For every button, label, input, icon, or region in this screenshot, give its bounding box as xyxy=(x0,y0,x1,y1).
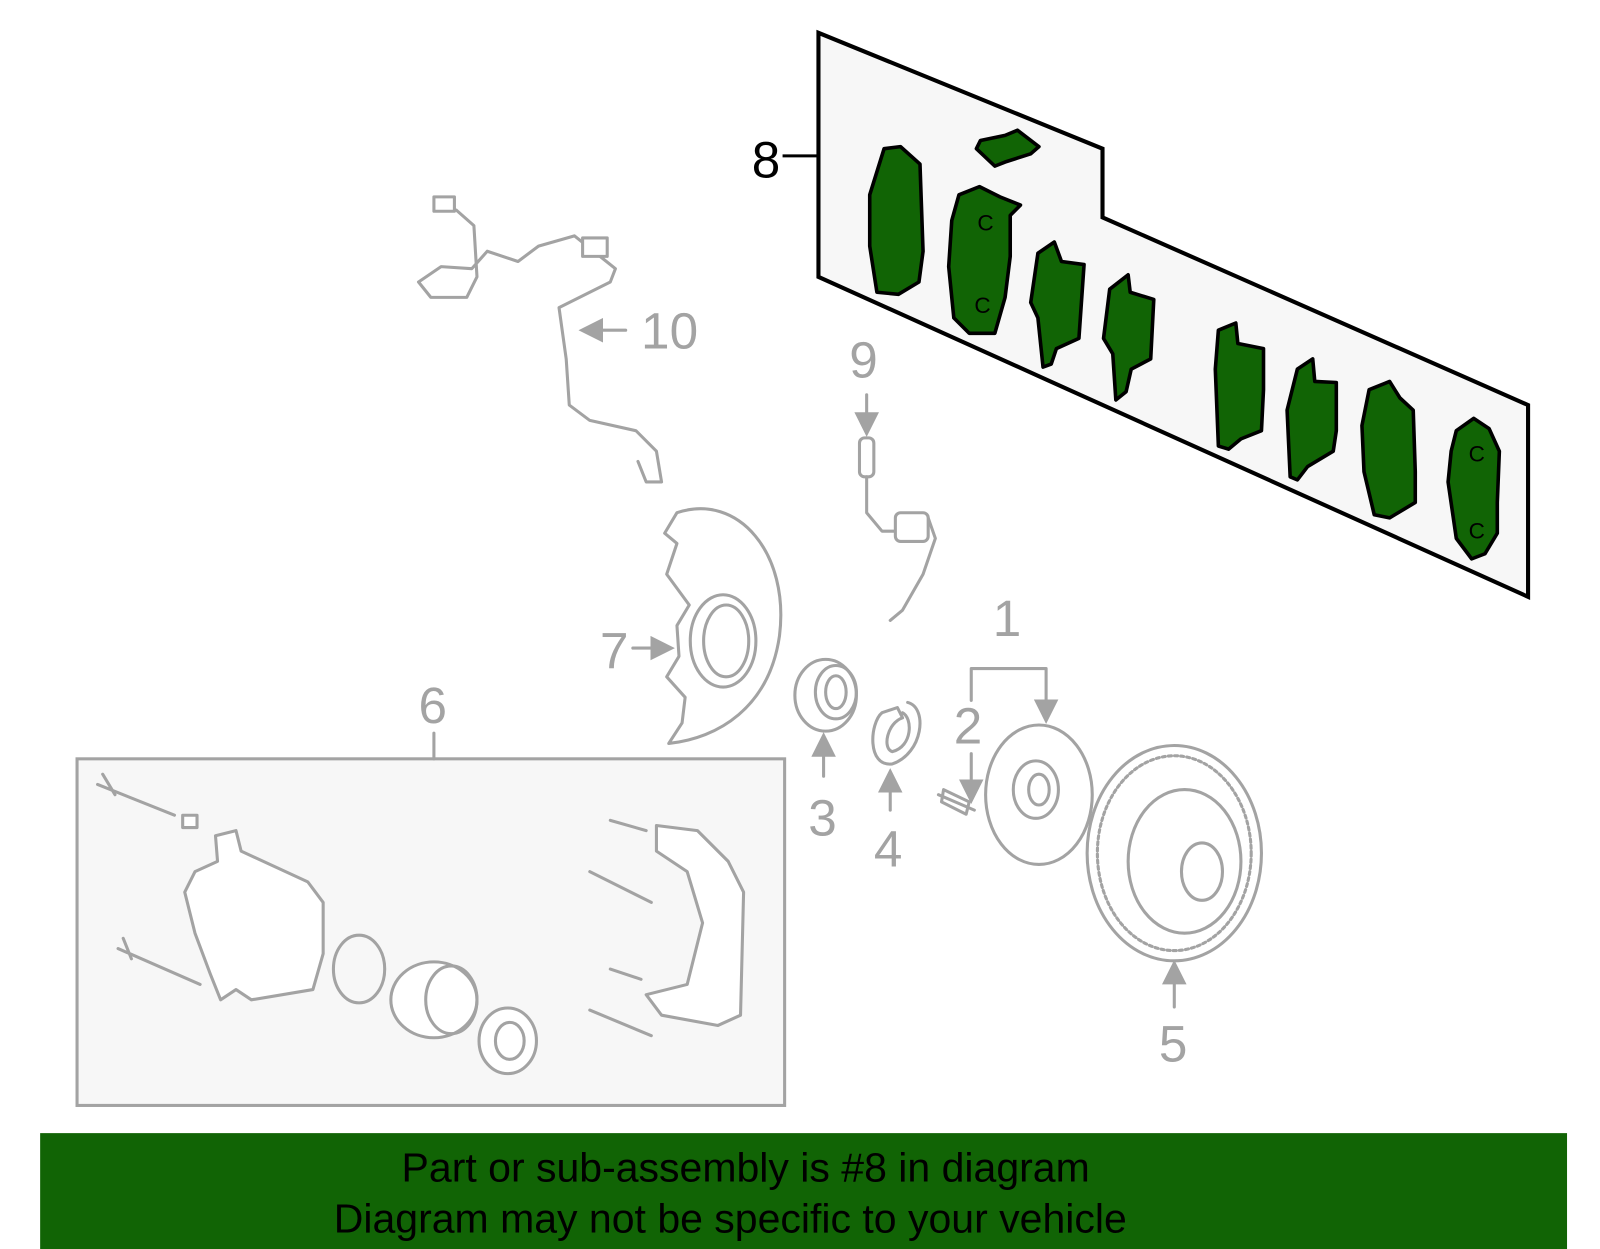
wheel-hub[interactable] xyxy=(984,723,1094,866)
pad-shim xyxy=(974,128,1041,168)
callout-10: 10 xyxy=(641,303,698,360)
snap-ring[interactable] xyxy=(871,700,922,766)
callout-7: 7 xyxy=(600,623,629,680)
banner-line-2: Diagram may not be specific to your vehi… xyxy=(334,1196,1127,1242)
brake-pad-kit-panel[interactable]: C C C C xyxy=(782,29,1531,600)
callout-3: 3 xyxy=(808,790,837,847)
brake-pad xyxy=(867,144,925,297)
brake-hose[interactable] xyxy=(857,436,937,622)
svg-text:C: C xyxy=(974,293,990,318)
splash-shield[interactable] xyxy=(663,507,783,745)
abs-sensor-wire[interactable] xyxy=(416,195,664,484)
pad-shim xyxy=(1101,273,1156,402)
hub-bolt[interactable] xyxy=(936,788,976,816)
callout-2: 2 xyxy=(954,697,983,754)
brake-pad xyxy=(1360,379,1418,520)
brake-rotor[interactable] xyxy=(1085,743,1263,963)
callout-9: 9 xyxy=(849,331,878,388)
info-banner: Part or sub-assembly is #8 in diagram Di… xyxy=(40,1133,1568,1249)
svg-text:C: C xyxy=(1469,518,1485,543)
banner-line-1: Part or sub-assembly is #8 in diagram xyxy=(402,1144,1090,1190)
brake-pad xyxy=(946,184,1023,336)
svg-text:C: C xyxy=(977,211,993,236)
pad-shim xyxy=(1028,240,1086,369)
brake-pad xyxy=(1446,416,1502,561)
caliper-assembly-panel[interactable] xyxy=(75,757,787,1107)
callout-5: 5 xyxy=(1159,1015,1188,1072)
callout-6: 6 xyxy=(419,677,448,734)
svg-text:C: C xyxy=(1469,441,1485,466)
pad-shim xyxy=(1285,357,1339,482)
callout-8: 8 xyxy=(752,131,781,188)
wheel-bearing[interactable] xyxy=(793,657,858,733)
pad-shim xyxy=(1213,321,1266,451)
callout-1: 1 xyxy=(993,590,1022,647)
callout-4: 4 xyxy=(874,821,903,878)
